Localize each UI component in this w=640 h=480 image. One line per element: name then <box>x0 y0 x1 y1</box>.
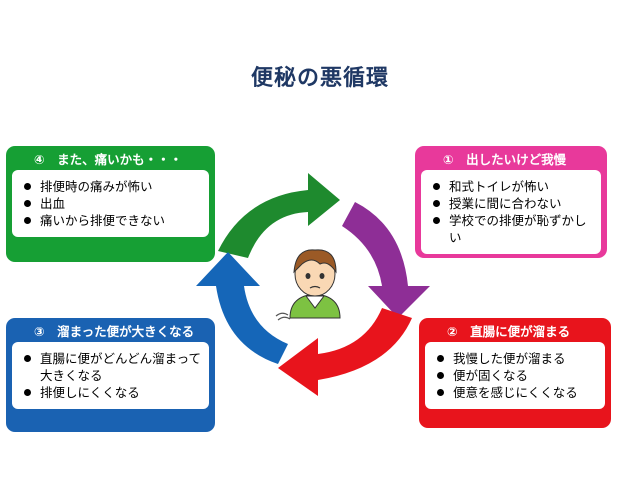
step-2-body: 我慢した便が溜まる 便が固くなる 便意を感じにくくなる <box>425 342 605 409</box>
child-illustration <box>275 249 341 321</box>
step-box-4: ④ また、痛いかも・・・ 排便時の痛みが怖い 出血 痛いから排便できない <box>6 146 215 262</box>
step-box-1: ① 出したいけど我慢 和式トイレが怖い 授業に間に合わない 学校での排便が恥ずか… <box>415 146 607 258</box>
step-box-3: ③ 溜まった便が大きくなる 直腸に便がどんどん溜まって大きくなる 排便しにくくな… <box>6 318 215 432</box>
cycle-arrow-blue <box>196 252 288 364</box>
step-4-body: 排便時の痛みが怖い 出血 痛いから排便できない <box>12 170 209 237</box>
cycle-diagram <box>196 173 430 396</box>
step-4-item: 出血 <box>20 195 201 212</box>
step-4-item: 痛いから排便できない <box>20 212 201 229</box>
step-2-heading: ② 直腸に便が溜まる <box>447 324 571 339</box>
cycle-arrow-purple <box>342 202 430 318</box>
step-1-body: 和式トイレが怖い 授業に間に合わない 学校での排便が恥ずかしい <box>421 170 601 254</box>
cycle-arrow-green <box>218 173 340 258</box>
step-3-heading: ③ 溜まった便が大きくなる <box>34 324 195 339</box>
step-2-item: 便が固くなる <box>433 367 597 384</box>
cycle-arrow-red <box>278 308 412 396</box>
step-4-item: 排便時の痛みが怖い <box>20 178 201 195</box>
step-1-heading: ① 出したいけど我慢 <box>443 152 567 167</box>
step-1-item: 学校での排便が恥ずかしい <box>429 212 593 246</box>
step-3-item: 排便しにくくなる <box>20 384 201 401</box>
step-4-heading: ④ また、痛いかも・・・ <box>34 152 183 167</box>
step-3-body: 直腸に便がどんどん溜まって大きくなる 排便しにくくなる <box>12 342 209 409</box>
step-2-item: 我慢した便が溜まる <box>433 350 597 367</box>
step-2-item: 便意を感じにくくなる <box>433 384 597 401</box>
diagram-title: 便秘の悪循環 <box>250 66 389 91</box>
step-3-item: 直腸に便がどんどん溜まって大きくなる <box>20 350 201 384</box>
step-1-item: 授業に間に合わない <box>429 195 593 212</box>
step-1-item: 和式トイレが怖い <box>429 178 593 195</box>
step-box-2: ② 直腸に便が溜まる 我慢した便が溜まる 便が固くなる 便意を感じにくくなる <box>419 318 611 428</box>
